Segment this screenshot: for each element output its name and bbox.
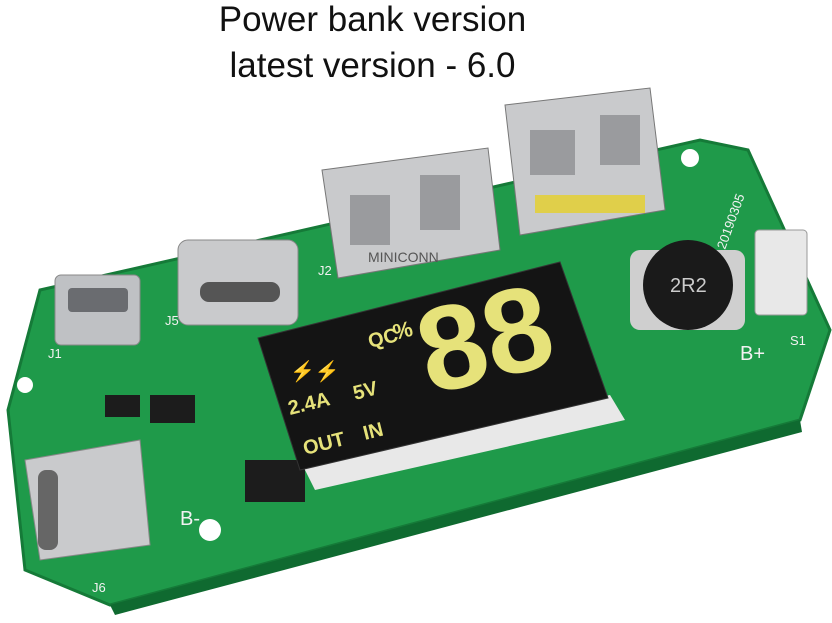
silk-b-minus: B- (180, 508, 200, 530)
silk-j5: J5 (165, 313, 179, 328)
silk-s1: S1 (790, 333, 806, 348)
silk-j2: J2 (318, 263, 332, 278)
usb-a-port-1: MINICONN (321, 147, 501, 279)
chip (245, 460, 305, 502)
connector-label: MINICONN (368, 249, 439, 265)
silk-j1: J1 (48, 346, 62, 361)
caption-line-2: latest version - 6.0 (229, 46, 516, 85)
side-usb-c-port (24, 439, 151, 561)
inductor-label: 2R2 (670, 275, 707, 297)
silk-j6: J6 (92, 580, 106, 595)
display-digits: 88 (404, 258, 566, 420)
mounting-hole (199, 519, 221, 541)
usb-c-port (177, 239, 299, 326)
switch (754, 229, 808, 316)
pcb-edge-shadow (110, 420, 802, 615)
flash-icon: ⚡⚡ (290, 359, 340, 383)
chip (105, 395, 140, 417)
led-display: 88 QC % ⚡⚡ 2.4A 5V OUT IN (257, 258, 625, 490)
caption-line-1: Power bank version (218, 0, 527, 39)
micro-usb-port (54, 274, 141, 346)
silk-b-plus: B+ (740, 343, 765, 365)
usb-a-port-2 (504, 87, 666, 236)
inductor: 2R2 (630, 240, 745, 330)
mounting-hole (17, 377, 33, 393)
chip (150, 395, 195, 423)
mounting-hole (681, 149, 699, 167)
